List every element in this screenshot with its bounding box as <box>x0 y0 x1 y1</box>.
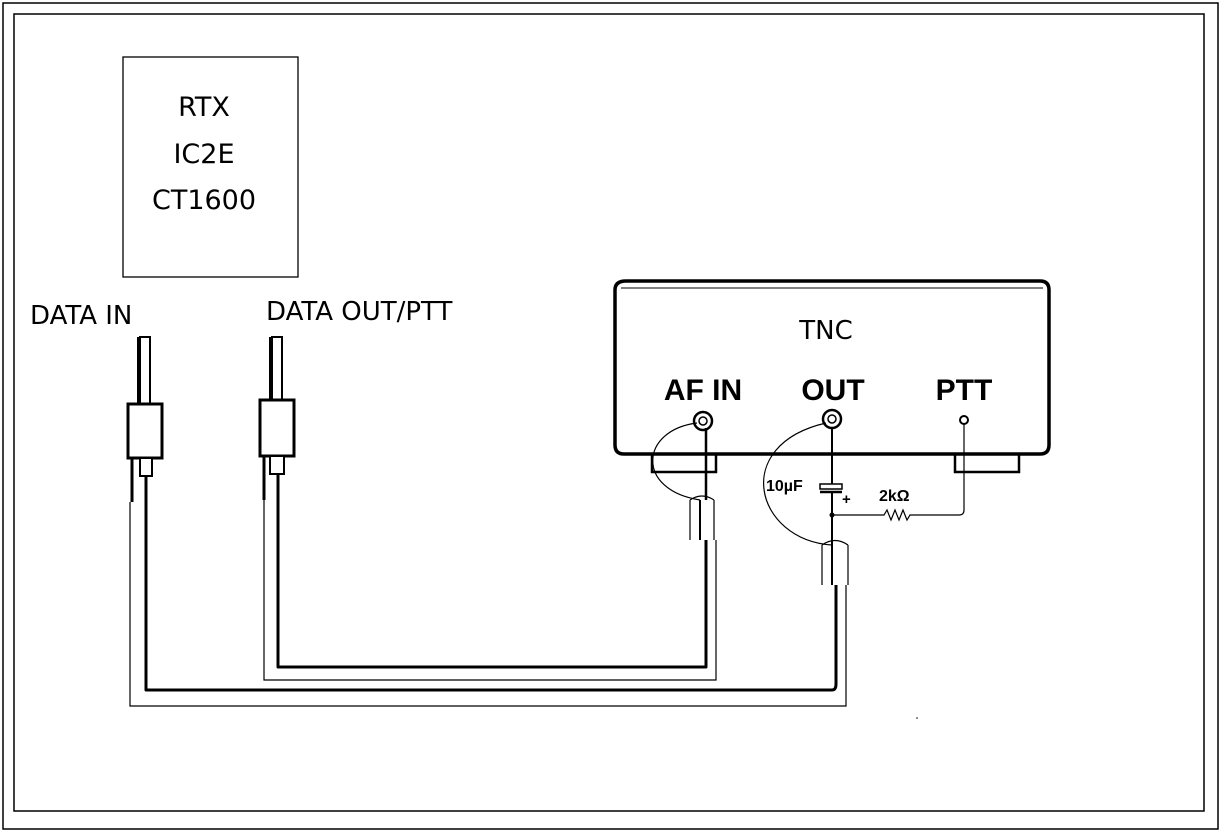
resistor-label: 2kΩ <box>879 488 910 505</box>
tnc-box: TNC AF IN OUT PTT <box>613 279 1051 474</box>
radio-line-2: IC2E <box>173 139 234 170</box>
tnc-title: TNC <box>798 316 853 346</box>
data-in-label: DATA IN <box>30 301 132 331</box>
inner-frame <box>13 13 1205 812</box>
radio-line-1: RTX <box>178 92 230 123</box>
stray-dot <box>916 717 918 719</box>
radio-box: RTX IC2E CT1600 <box>122 56 299 278</box>
ptt-label: PTT <box>936 374 993 407</box>
data-out-ptt-label: DATA OUT/PTT <box>266 297 452 327</box>
af-in-jack <box>652 410 715 540</box>
capacitor-label: 10µF <box>766 478 803 495</box>
cable-data-in-to-out <box>129 476 847 707</box>
capacitor: 10µF + <box>766 478 851 515</box>
af-in-label: AF IN <box>664 374 742 407</box>
resistor: 2kΩ <box>829 488 912 522</box>
radio-line-3: CT1600 <box>152 185 256 216</box>
out-label: OUT <box>801 374 864 407</box>
data-out-ptt-plug <box>258 336 296 500</box>
ptt-jack <box>912 415 969 516</box>
capacitor-polarity: + <box>842 491 851 508</box>
out-jack <box>763 408 849 585</box>
cable-data-out-to-af-in <box>263 474 717 681</box>
